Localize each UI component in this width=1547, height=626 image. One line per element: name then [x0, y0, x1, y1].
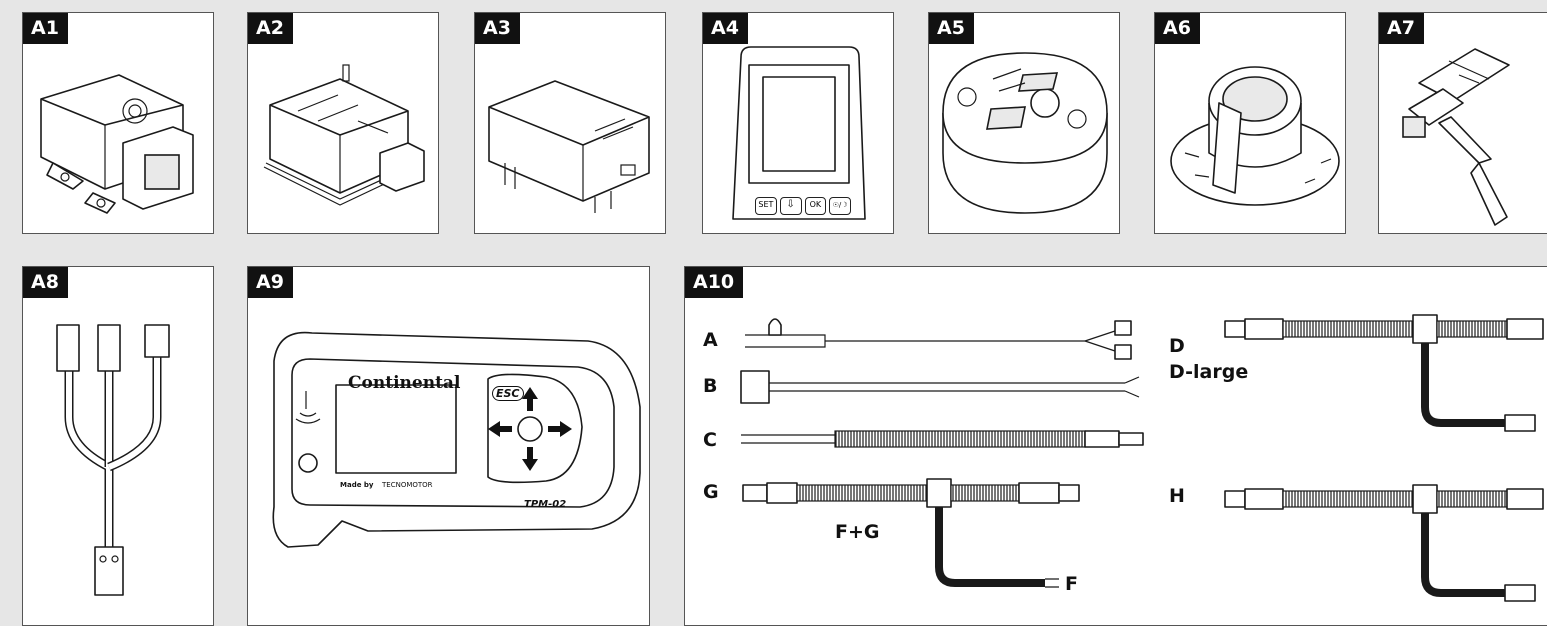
ok-button: OK: [804, 197, 827, 215]
display-button-row: SET ⇩ OK ☉/☽: [755, 197, 851, 215]
panel-a4: A4 SET ⇩ OK ☉/☽: [702, 12, 894, 234]
display-unit-illustration: [732, 46, 866, 220]
ecu-module-illustration: [40, 74, 194, 214]
panel-label: A8: [23, 267, 68, 298]
made-by-text: Made by: [340, 481, 374, 489]
panel-a8: A8: [22, 266, 214, 626]
panel-a9: A9 Continental ESC Made by TECNOMOTOR TP…: [247, 266, 650, 626]
cover-housing-illustration: [488, 80, 650, 213]
y-cable-illustration: [56, 324, 170, 596]
panel-label: A3: [475, 13, 520, 44]
panel-a2: A2: [247, 12, 439, 234]
cable-label-d: D: [1169, 335, 1185, 357]
panel-a7: A7: [1378, 12, 1547, 234]
tool-brand: Continental: [348, 373, 461, 393]
cable-label-fg: F+G: [835, 521, 880, 543]
cable-label-h: H: [1169, 485, 1185, 507]
cable-label-f: F: [1065, 573, 1078, 595]
set-button: SET: [755, 197, 777, 215]
panel-label: A5: [929, 13, 974, 44]
day-night-button: ☉/☽: [829, 197, 851, 215]
model-text: TPM-02: [524, 499, 567, 510]
panel-a1: A1: [22, 12, 214, 234]
panel-a5: A5: [928, 12, 1120, 234]
sensor-container-illustration: [1170, 66, 1340, 206]
cable-set-illustration: [740, 314, 1544, 602]
panel-label: A6: [1155, 13, 1200, 44]
panel-label: A1: [23, 13, 68, 44]
receiver-module-illustration: [263, 64, 425, 206]
cable-label-g: G: [703, 481, 719, 503]
panel-a10: A10: [684, 266, 1547, 626]
tpm-tool-illustration: [272, 331, 641, 548]
panel-label: A9: [248, 267, 293, 298]
cable-label-d-large: D-large: [1169, 361, 1249, 383]
tire-sensor-illustration: [942, 52, 1108, 214]
maker-text: TECNOMOTOR: [382, 481, 433, 489]
panel-a3: A3: [474, 12, 666, 234]
panel-label: A10: [685, 267, 744, 298]
cable-label-a: A: [703, 329, 718, 351]
panel-label: A7: [1379, 13, 1424, 44]
panel-label: A2: [248, 13, 293, 44]
panel-a6: A6: [1154, 12, 1346, 234]
down-button: ⇩: [779, 197, 802, 215]
panel-label: A4: [703, 13, 748, 44]
mounting-bracket-illustration: [1402, 48, 1510, 226]
esc-button: ESC: [492, 386, 524, 401]
cable-label-c: C: [703, 429, 717, 451]
cable-label-b: B: [703, 375, 718, 397]
